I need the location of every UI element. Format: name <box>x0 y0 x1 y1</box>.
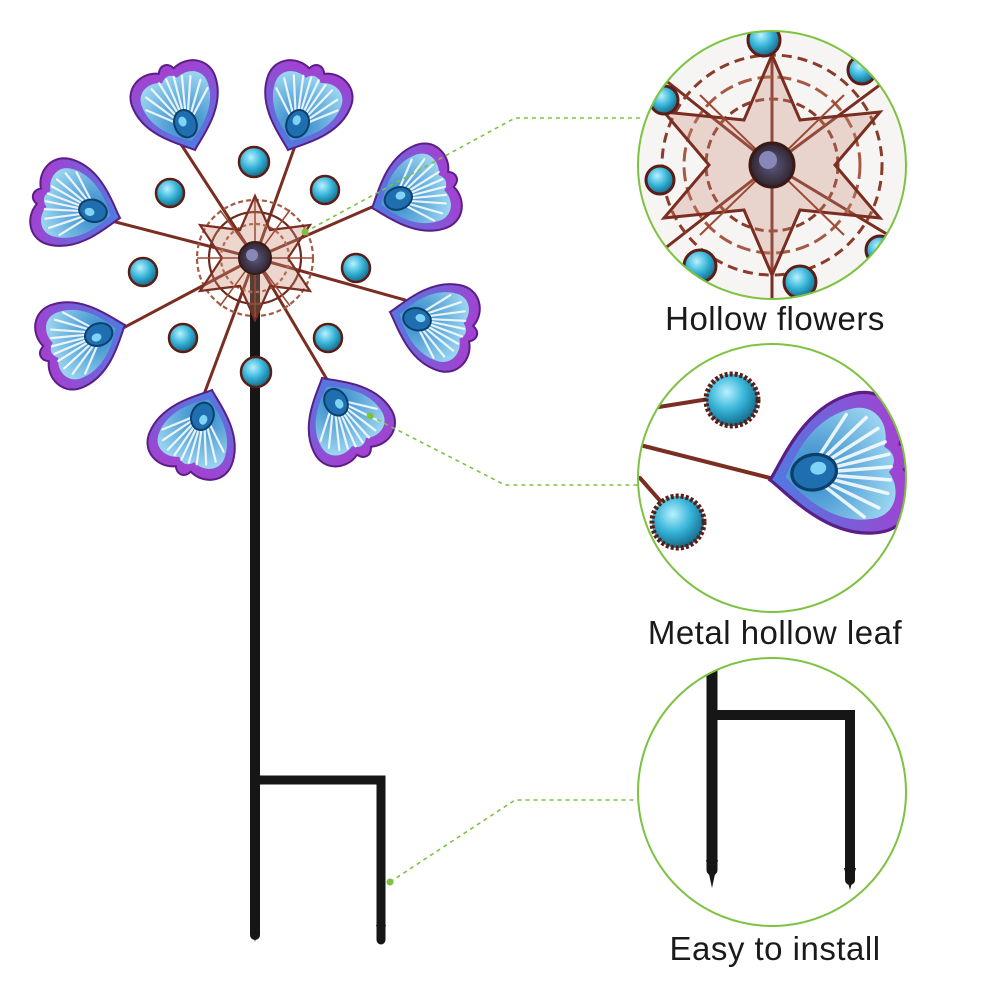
detail-circle-border <box>637 30 907 300</box>
callout-line-flowers <box>304 117 640 233</box>
callout-dot-flowers <box>301 228 309 236</box>
caption-easy-to-install: Easy to install <box>669 930 881 967</box>
spokes <box>98 130 407 407</box>
callout-dot-leaf <box>366 412 374 420</box>
caption-metal-hollow-leaf: Metal hollow leaf <box>647 614 903 651</box>
callout-line-leaf <box>369 415 640 486</box>
detail-circle-stake <box>637 657 907 927</box>
callout-dot-stake <box>386 878 394 886</box>
wind-spinner <box>20 49 490 945</box>
callout-line-stake <box>389 799 640 883</box>
detail-circle-leaf <box>637 343 907 613</box>
caption-hollow-flowers: Hollow flowers <box>665 300 885 337</box>
callout-lines <box>304 117 640 883</box>
detail-circle-flowers <box>637 30 907 300</box>
gems <box>127 145 372 389</box>
